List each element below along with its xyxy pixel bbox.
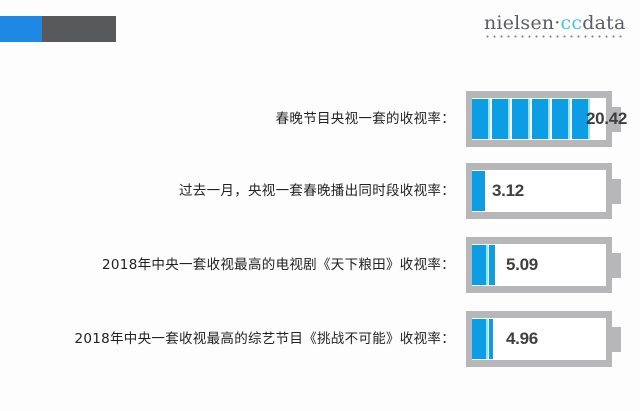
- battery-cap: [612, 107, 621, 132]
- battery-segment: [552, 99, 568, 139]
- rating-value: 5.09: [506, 255, 538, 274]
- battery-cap: [612, 253, 621, 278]
- battery-segment: [472, 99, 488, 139]
- logo-dotted-line: [484, 35, 622, 38]
- battery-segment: [532, 99, 548, 139]
- battery-segment: [489, 245, 495, 285]
- rating-label: 2018年中央一套收视最高的综艺节目《挑战不可能》收视率：: [74, 331, 455, 347]
- rating-value: 20.42: [586, 109, 628, 128]
- battery-segment: [512, 99, 528, 139]
- battery-segment: [472, 245, 486, 285]
- battery-inner: [472, 318, 606, 360]
- rating-value: 4.96: [506, 329, 538, 348]
- nielsen-ccdata-logo: nielsen·ccdata: [484, 12, 629, 38]
- battery-cap: [612, 179, 621, 204]
- battery-segment: [572, 99, 588, 139]
- rating-value: 3.12: [492, 181, 524, 200]
- logo-text-main: nielsen: [484, 12, 555, 34]
- header-accent-gray: [42, 16, 116, 42]
- header-accent-bar: [0, 16, 116, 42]
- battery-gauge: 3.12: [466, 163, 621, 219]
- battery-segment: [472, 319, 486, 359]
- battery-gauge: 20.42: [466, 91, 627, 147]
- battery-cap: [612, 327, 621, 352]
- battery-segment: [472, 171, 485, 211]
- battery-inner: [472, 244, 606, 286]
- battery-inner: [472, 98, 606, 140]
- battery-gauge: 5.09: [466, 237, 621, 293]
- rating-label: 春晚节目央视一套的收视率：: [275, 111, 455, 127]
- battery-inner: [472, 170, 606, 212]
- rating-label: 2018年中央一套收视最高的电视剧《天下粮田》收视率：: [102, 257, 455, 273]
- battery-gauge: 4.96: [466, 311, 621, 367]
- header-accent-blue: [0, 16, 42, 42]
- rating-label: 过去一月，央视一套春晚播出同时段收视率：: [179, 183, 455, 199]
- battery-segment: [492, 99, 508, 139]
- battery-segment: [489, 319, 493, 359]
- logo-accent: cc: [560, 12, 583, 34]
